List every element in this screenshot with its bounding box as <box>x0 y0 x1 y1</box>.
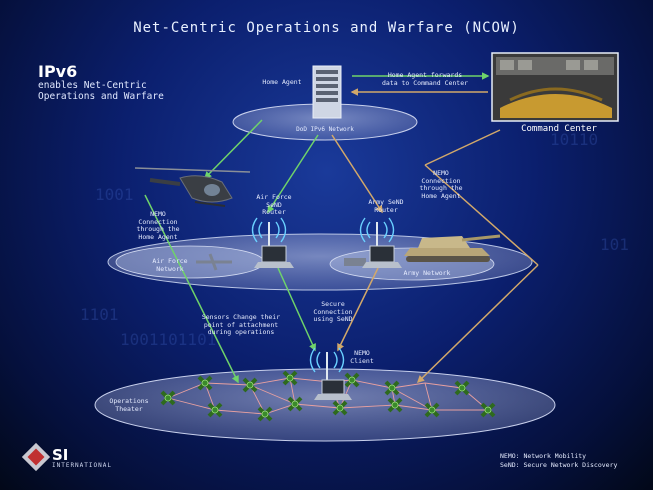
link-left-nemo <box>144 194 239 384</box>
army-router-icon <box>359 217 402 268</box>
secure-connection-annotation: Secure Connection using SeND <box>313 300 353 323</box>
army-router-label: Army SeND Router <box>368 198 404 214</box>
aircraft-icon <box>196 253 232 271</box>
legend: NEMO: Network Mobility SeND: Secure Netw… <box>500 452 618 469</box>
headline: IPv6 <box>38 62 78 81</box>
link-af-to-client <box>277 267 316 352</box>
logo-name: SI <box>52 446 69 464</box>
page-title: Net-Centric Operations and Warfare (NCOW… <box>133 20 520 36</box>
link-right-nemo-down <box>416 264 539 384</box>
link-right-nemo <box>424 164 539 266</box>
nemo-client-label: NEMO Client <box>350 349 374 365</box>
link-right-to-command <box>424 129 501 166</box>
si-logo-icon <box>21 442 51 472</box>
link-army-to-client <box>337 267 379 352</box>
nemo-left-annotation: NEMO Connection through the Home Agent <box>136 210 180 241</box>
binary-background: 1001 10110 101 1101 1001101101 <box>80 130 629 349</box>
logo-tagline: INTERNATIONAL <box>52 462 112 469</box>
subheadline: enables Net-Centric Operations and Warfa… <box>38 80 164 102</box>
helicopter-icon <box>134 167 251 207</box>
nemo-client-icon <box>309 347 352 400</box>
link-dod-to-army-router <box>331 134 383 214</box>
af-network-label: Air Force Network <box>152 257 188 273</box>
link-home-to-helicopter <box>203 119 263 180</box>
dod-network-label: DoD IPv6 Network <box>296 126 354 133</box>
nemo-right-annotation: NEMO Connection through the Home Agent <box>419 169 463 200</box>
forward-annotation: Home Agent forwards data to Command Cent… <box>381 71 469 87</box>
svg-text:1101: 1101 <box>80 305 119 324</box>
sensors-annotation: Sensors Change their point of attachment… <box>201 313 281 336</box>
vehicle-icon <box>344 258 366 266</box>
af-router-label: Air Force SeND Router <box>256 193 292 216</box>
command-center-label: Command Center <box>521 124 597 134</box>
command-center-image <box>491 52 619 122</box>
army-network-label: Army Network <box>403 269 451 277</box>
server-icon <box>312 65 342 119</box>
svg-text:1001101101: 1001101101 <box>120 330 216 349</box>
sensor-nodes <box>160 370 496 422</box>
svg-text:101: 101 <box>600 235 629 254</box>
svg-text:10110: 10110 <box>550 130 598 149</box>
theater-label: Operations Theater <box>109 397 149 413</box>
home-agent-label: Home Agent <box>262 78 302 86</box>
af-router-icon <box>251 217 294 268</box>
tank-icon <box>404 234 501 262</box>
link-dod-to-af-router <box>267 134 319 214</box>
svg-text:1001: 1001 <box>95 185 134 204</box>
forward-arrows <box>350 72 490 96</box>
